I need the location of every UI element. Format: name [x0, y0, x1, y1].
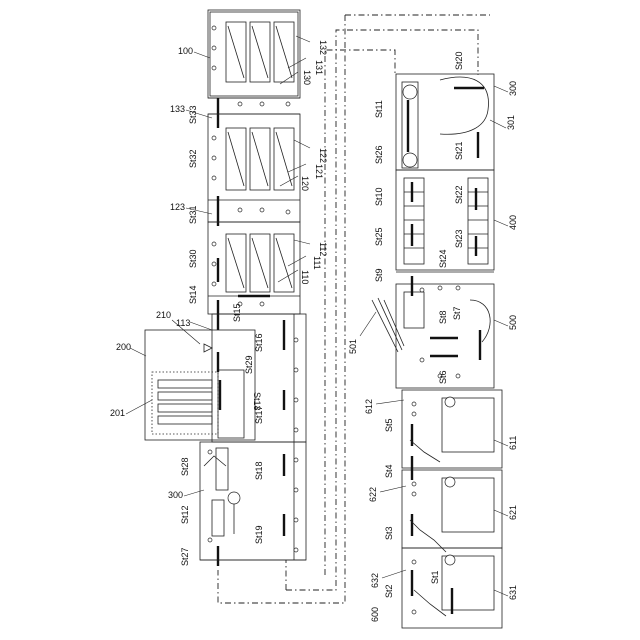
station-st31: St31: [188, 205, 198, 224]
station-st29: St29: [244, 355, 254, 374]
station-st18: St18: [254, 461, 264, 480]
unit-300-right: [396, 74, 494, 170]
station-st2: St2: [384, 584, 394, 598]
label-622: 622: [368, 487, 378, 502]
station-st8: St8: [438, 310, 448, 324]
label-121: 121: [314, 164, 324, 179]
label-113: 113: [176, 318, 190, 328]
station-st32: St32: [188, 149, 198, 168]
station-st6: St6: [438, 370, 448, 384]
transport-route-line: [218, 15, 490, 603]
stocker-unit-130: [208, 10, 300, 128]
station-st23: St23: [454, 229, 464, 248]
station-st7: St7: [452, 306, 462, 320]
reference-labels: 100 132 131 130 133 122 121 120 123 112 …: [110, 40, 518, 622]
station-st3: St3: [384, 526, 394, 540]
label-501: 501: [348, 339, 358, 354]
station-st9: St9: [374, 268, 384, 282]
station-st19: St19: [254, 525, 264, 544]
label-130: 130: [302, 70, 312, 85]
station-st20: St20: [454, 51, 464, 70]
label-133: 133: [170, 104, 185, 114]
label-210: 210: [156, 310, 171, 320]
unit-500: [372, 276, 494, 388]
label-120: 120: [300, 176, 310, 191]
label-300-right: 300: [508, 81, 518, 96]
label-112: 112: [318, 242, 328, 256]
station-st10: St10: [374, 187, 384, 206]
label-611: 611: [508, 436, 518, 450]
station-st33: St33: [188, 105, 198, 124]
stocker-unit-120: [208, 114, 300, 226]
station-st22: St22: [454, 185, 464, 204]
label-132: 132: [318, 40, 328, 55]
label-632: 632: [370, 573, 380, 588]
label-110: 110: [300, 270, 310, 284]
label-631: 631: [508, 585, 518, 600]
label-200: 200: [116, 342, 131, 352]
station-st15: St15: [232, 303, 242, 322]
station-st12: St12: [180, 505, 190, 524]
station-st30: St30: [188, 249, 198, 268]
left-column-rollers: [212, 26, 290, 306]
station-st25: St25: [374, 227, 384, 246]
station-st24: St24: [438, 249, 448, 268]
station-st4: St4: [384, 464, 394, 478]
station-st28: St28: [180, 457, 190, 476]
station-st21: St21: [454, 141, 464, 160]
label-123: 123: [170, 202, 185, 212]
label-600: 600: [370, 607, 380, 622]
station-st14: St14: [188, 285, 198, 304]
station-st5: St5: [384, 418, 394, 432]
label-301: 301: [506, 115, 516, 130]
station-st26: St26: [374, 145, 384, 164]
unit-200: [145, 330, 255, 440]
station-st11: St11: [374, 100, 384, 118]
label-131: 131: [314, 60, 324, 75]
label-400: 400: [508, 215, 518, 230]
label-100: 100: [178, 46, 193, 56]
station-labels: St33 St32 St31 St30 St14 St15 St16 St29 …: [180, 51, 464, 598]
units-600: [402, 390, 502, 628]
label-612: 612: [364, 399, 374, 414]
label-500: 500: [508, 315, 518, 330]
label-122: 122: [318, 148, 328, 163]
label-201: 201: [110, 408, 125, 418]
station-st17: St17: [254, 405, 264, 424]
station-st16: St16: [254, 333, 264, 352]
station-st27: St27: [180, 547, 190, 566]
label-111: 111: [312, 256, 322, 270]
label-300-left: 300: [168, 490, 183, 500]
station-st1: St1: [430, 570, 440, 584]
label-621: 621: [508, 505, 518, 520]
